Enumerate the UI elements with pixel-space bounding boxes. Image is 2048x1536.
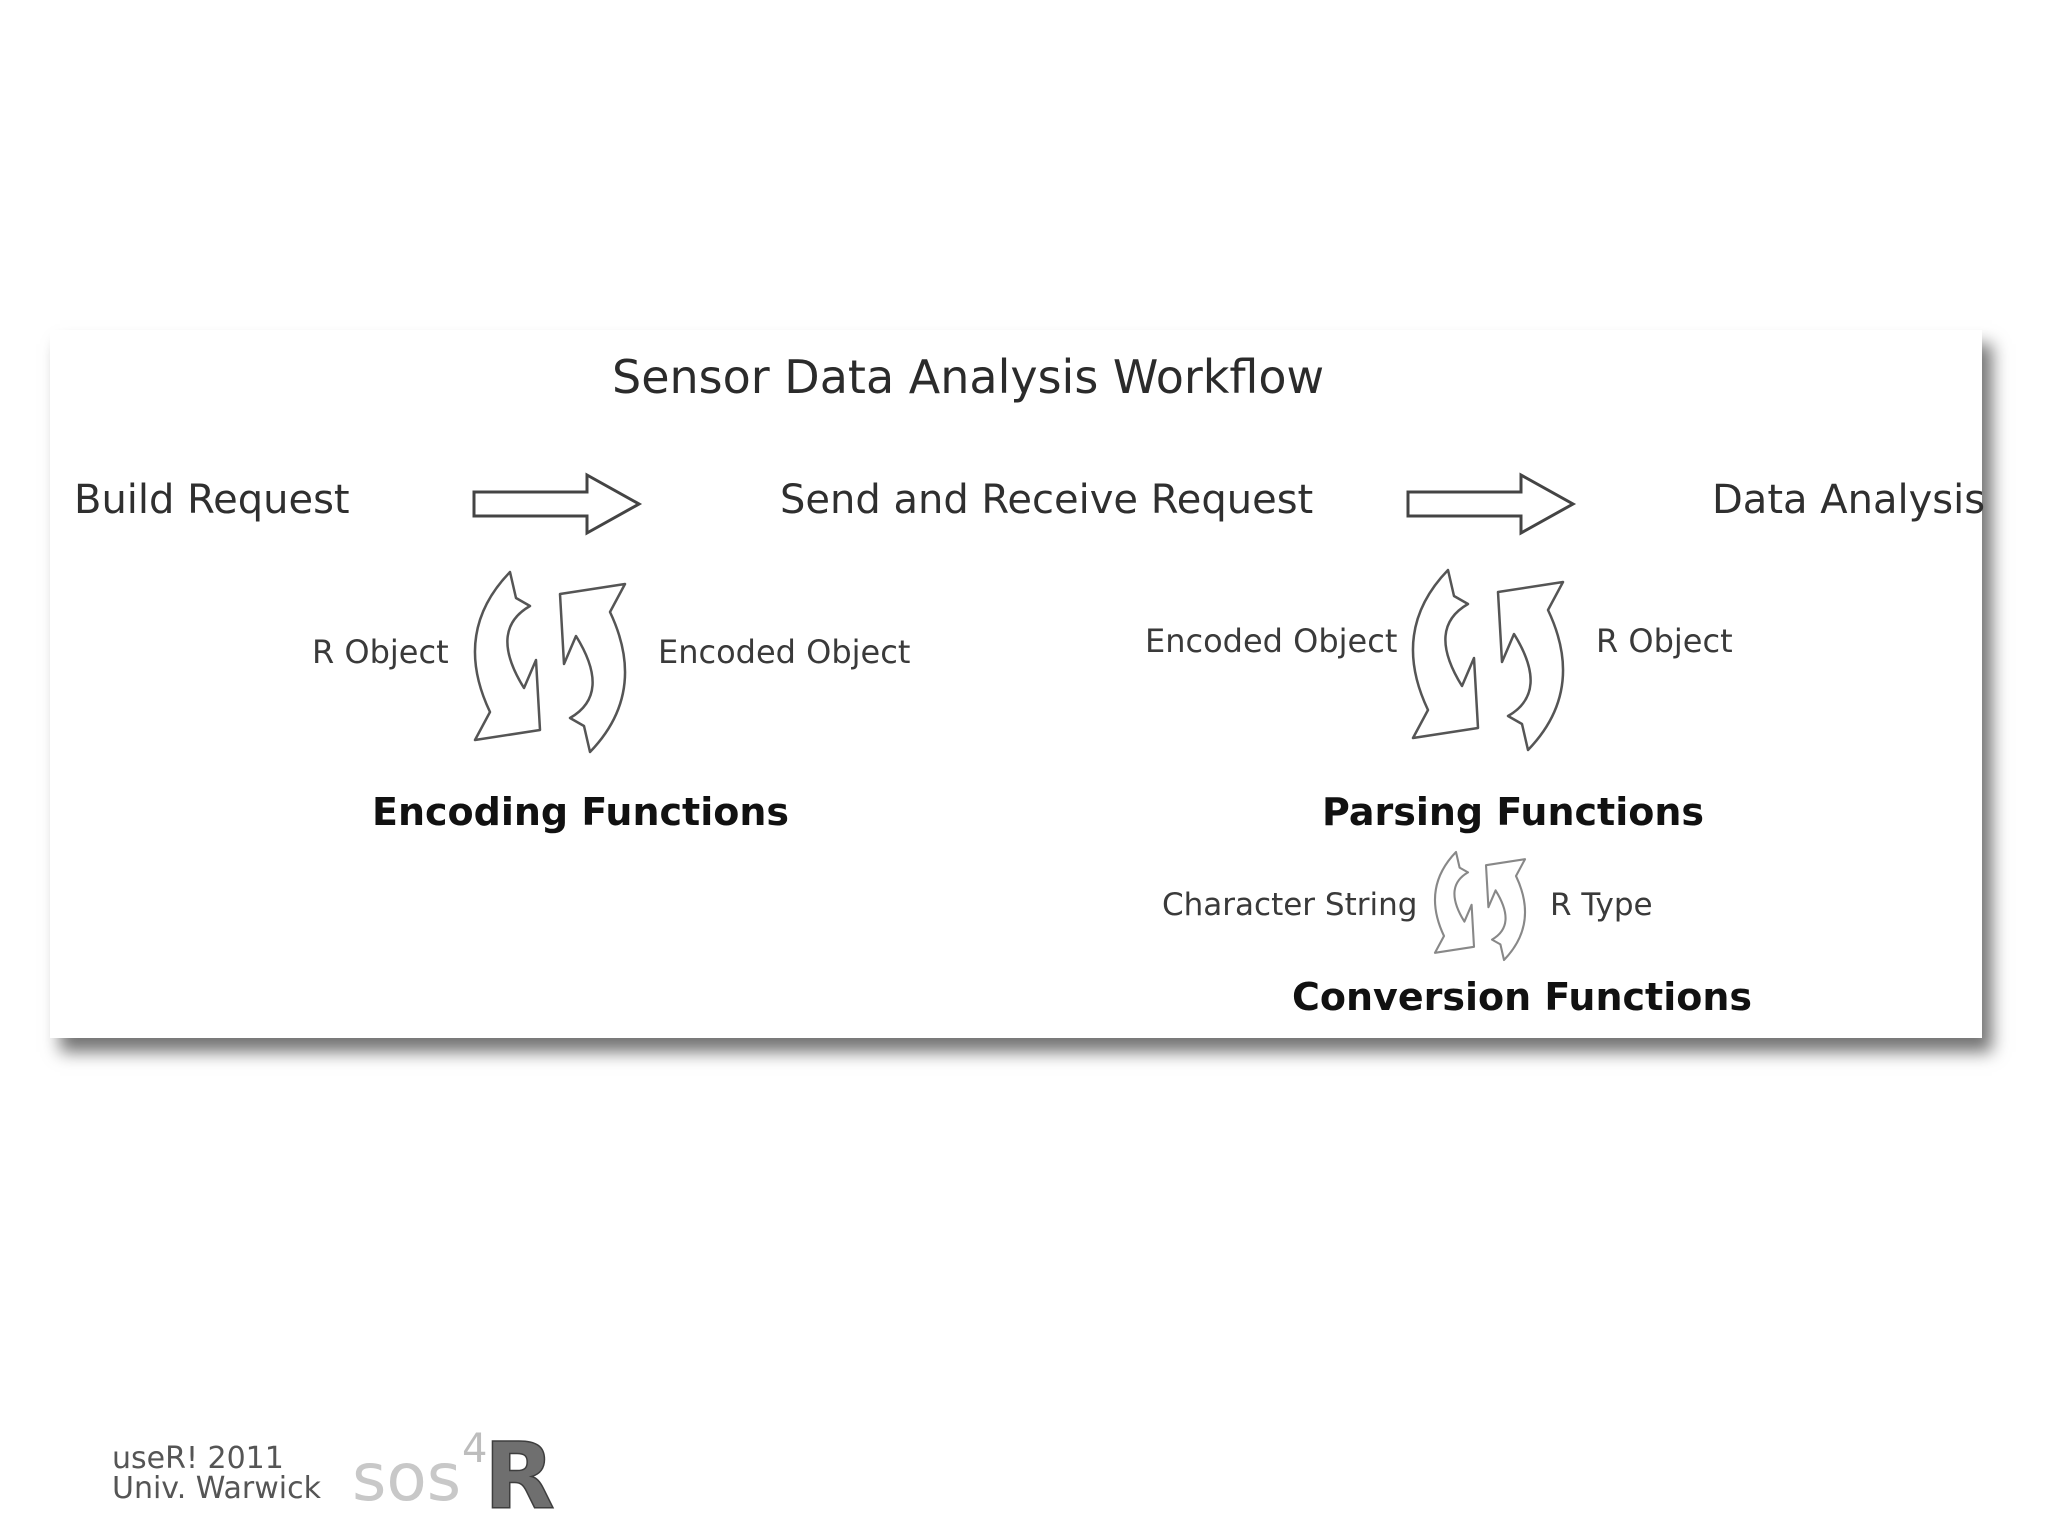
footer-venue: Univ. Warwick <box>112 1471 322 1506</box>
footer-event: useR! 2011 <box>112 1441 284 1476</box>
logo-4-text: 4 <box>462 1426 487 1472</box>
step-build-request: Build Request <box>74 477 350 523</box>
encoding-functions-label: Encoding Functions <box>372 790 790 834</box>
parsing-output-label: R Object <box>1596 622 1733 660</box>
right-arrow-icon <box>1406 472 1577 536</box>
cycle-arrows-icon <box>473 570 627 754</box>
cycle-arrows-icon <box>1433 850 1527 962</box>
sos4r-logo: sos 4 R <box>352 1422 556 1514</box>
cycle-arrows-icon <box>1411 568 1565 752</box>
logo-sos-text: sos <box>352 1439 461 1514</box>
workflow-panel: Sensor Data Analysis Workflow Build Requ… <box>50 330 1986 1038</box>
conversion-output-label: R Type <box>1550 887 1653 923</box>
step-data-analysis: Data Analysis <box>1712 477 1986 523</box>
right-arrow-icon <box>472 472 643 536</box>
conversion-input-label: Character String <box>1162 887 1418 923</box>
encoding-output-label: Encoded Object <box>658 633 911 671</box>
encoding-input-label: R Object <box>312 633 449 671</box>
conversion-functions-label: Conversion Functions <box>1292 975 1753 1019</box>
parsing-input-label: Encoded Object <box>1145 622 1398 660</box>
diagram-title: Sensor Data Analysis Workflow <box>612 350 1325 404</box>
footer-text: useR! 2011 Univ. Warwick <box>112 1444 321 1504</box>
step-send-receive: Send and Receive Request <box>780 477 1314 523</box>
parsing-functions-label: Parsing Functions <box>1322 790 1705 834</box>
logo-r-text: R <box>484 1423 555 1514</box>
